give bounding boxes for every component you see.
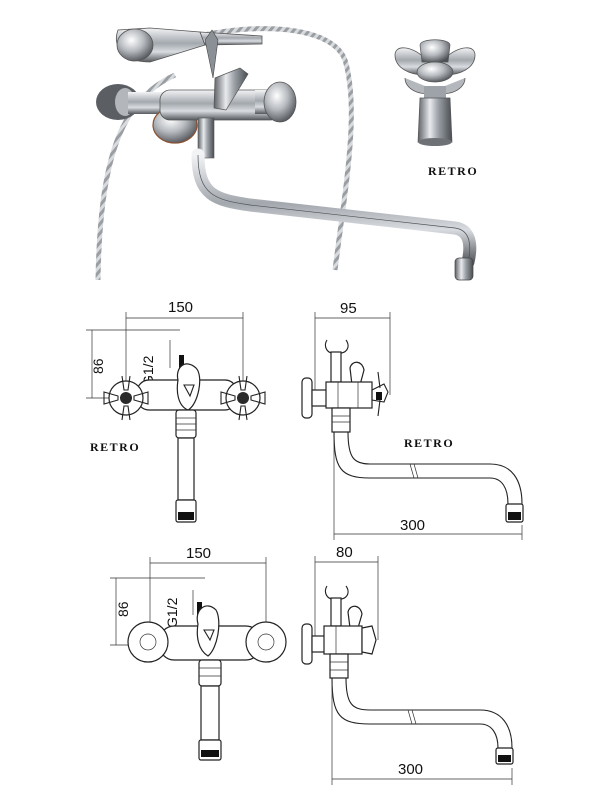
height-dimension-bottom: 86 [110,577,205,646]
side-depth-dim-bottom: 80 [336,544,353,561]
side-view-bottom: 80 300 [301,544,514,785]
drawing-top: 150 86 G1/2 [86,299,524,540]
width-dim-top: 150 [168,299,193,316]
height-dim-top: 86 [90,358,106,374]
spout-dim-bottom: 300 [398,761,423,778]
front-view-bottom [127,605,287,761]
shower-holder [204,29,219,79]
drawing-bottom: 150 86 G1/2 [110,544,514,785]
shower-head [116,27,263,63]
side-label-top: RETRO [404,436,454,450]
thread-dim-top: G1/2 [140,355,156,386]
side-depth-dim-top: 95 [340,300,357,317]
right-handle [255,81,297,123]
side-view-top: 95 [301,300,524,540]
faucet-photo [95,26,477,281]
height-dim-bottom: 86 [115,601,131,617]
height-dimension-top: 86 [86,329,180,399]
spout-dim-top: 300 [400,517,425,534]
width-dim-bottom: 150 [186,545,211,562]
spout-aerator [454,257,474,281]
diverter-lever [213,67,249,111]
retro-photo-label: RETRO [428,164,478,178]
front-view-top [103,363,266,523]
front-label-top: RETRO [90,440,140,454]
shower-hose-lower [95,72,177,281]
shower-hose [149,26,354,271]
thread-dim-bottom: G1/2 [164,597,180,628]
retro-handle-photo: RETRO [394,39,478,178]
